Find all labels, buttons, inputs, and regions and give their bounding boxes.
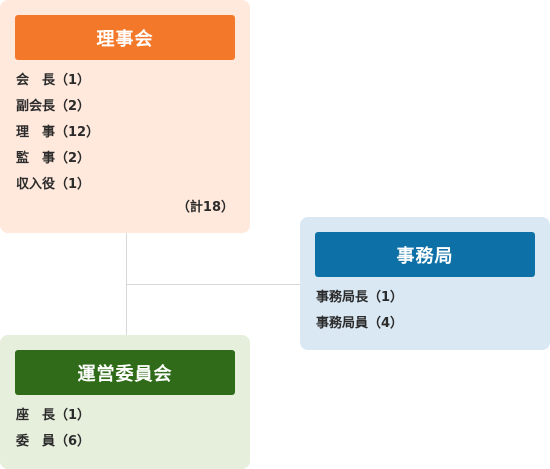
secretariat-box: 事務局 事務局長（1） 事務局員（4） [300,217,550,350]
connector-horizontal [126,284,300,285]
committee-box: 運営委員会 座 長（1） 委 員（6） [0,335,250,469]
secretariat-member-staff: 事務局員（4） [316,316,404,331]
secretariat-title: 事務局 [315,232,535,277]
board-member-auditor: 監 事（2） [16,151,91,166]
board-total: （計18） [176,200,234,215]
board-member-director: 理 事（12） [16,125,100,140]
board-title: 理事会 [15,15,235,60]
committee-title: 運営委員会 [15,350,235,395]
board-box: 理事会 会 長（1） 副会長（2） 理 事（12） 監 事（2） 収入役（1） … [0,0,250,233]
committee-member-member: 委 員（6） [16,434,91,449]
secretariat-member-director: 事務局長（1） [316,290,404,305]
board-member-chair: 会 長（1） [16,73,91,88]
board-member-vice-chair: 副会長（2） [16,99,91,114]
board-member-treasurer: 収入役（1） [16,177,91,192]
committee-member-chair: 座 長（1） [16,408,91,423]
